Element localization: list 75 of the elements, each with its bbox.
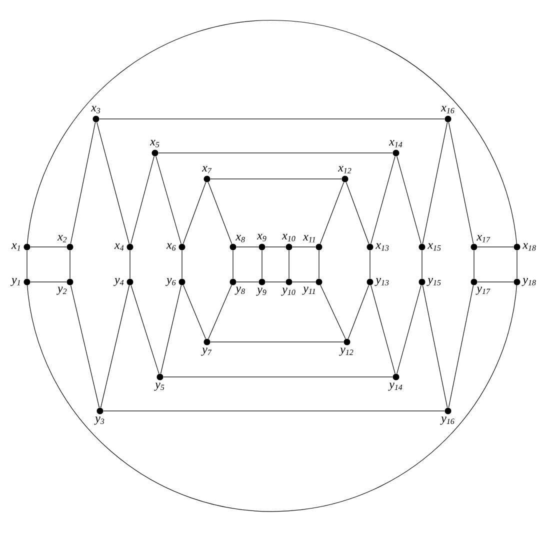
graph-edge	[320, 284, 346, 340]
vertex-label: y$_{13}$	[374, 278, 389, 286]
graph-edge	[288, 250, 290, 279]
graph-edge	[160, 285, 182, 374]
vertex-label: x$_{5}$	[150, 140, 160, 148]
vertex-label: y$_{3}$	[94, 416, 104, 425]
graph-edge	[370, 285, 396, 374]
vertex-label: y$_{16}$	[440, 416, 454, 425]
vertex-label: y$_{17}$	[476, 286, 490, 295]
graph-edge	[448, 122, 474, 244]
graph-edge	[292, 246, 316, 248]
graph-edge	[422, 285, 448, 408]
vertex-label: x$_{2}$	[57, 235, 67, 242]
graph-edge	[30, 246, 67, 248]
vertex-label: y$_{5}$	[154, 382, 164, 391]
vertex-label: y$_{11}$	[302, 286, 315, 295]
graph-edge	[96, 122, 130, 244]
graph-edge	[208, 284, 232, 340]
vertex-label: y$_{15}$	[426, 278, 441, 286]
vertex-label: x$_{10}$	[282, 234, 296, 242]
graph-edge	[70, 285, 100, 408]
graph-edge	[396, 285, 422, 374]
vertex-label: x$_{6}$	[166, 243, 176, 251]
graph-edge	[370, 156, 396, 244]
vertex-label: x$_{16}$	[440, 106, 454, 114]
vertex-label: y$_{10}$	[281, 288, 296, 296]
graph-edge	[516, 250, 518, 279]
graph-edge	[422, 122, 448, 244]
vertex-label: y$_{8}$	[234, 286, 245, 295]
vertex-label: x$_{18}$	[522, 243, 536, 251]
graph-edge	[182, 182, 206, 244]
graph-edge	[318, 250, 320, 279]
vertex-label: x$_{8}$	[236, 234, 245, 242]
vertex-label: y$_{2}$	[56, 286, 67, 295]
vertex-label: x$_{17}$	[476, 235, 490, 242]
vertex-label: y$_{9}$	[256, 288, 266, 296]
vertex-label: x$_{1}$	[11, 243, 20, 251]
vertex-label: x$_{12}$	[338, 166, 352, 174]
vertex-label: y$_{4}$	[114, 278, 124, 286]
graph-edge	[320, 182, 344, 244]
vertex-label: x$_{13}$	[376, 243, 389, 251]
graph-edge	[156, 156, 182, 244]
vertex-label: x$_{15}$	[428, 243, 441, 251]
graph-edge	[477, 246, 514, 248]
graph-edge	[232, 250, 234, 279]
vertex-label: x$_{7}$	[202, 166, 212, 174]
vertex-label: x$_{4}$	[114, 243, 124, 251]
graph-edge	[26, 250, 28, 279]
graph-edge	[163, 376, 393, 378]
vertex-label: x$_{11}$	[302, 235, 315, 242]
graph-edge	[208, 182, 232, 244]
vertex-label: x$_{9}$	[256, 234, 266, 242]
graph-edge	[99, 118, 445, 120]
graph-edge	[210, 178, 342, 180]
graph-edge	[70, 122, 96, 244]
graph-edge	[158, 152, 393, 154]
vertex-label: y$_{7}$	[201, 348, 212, 356]
graph-edge	[103, 410, 445, 412]
vertex-label: x$_{3}$	[90, 106, 100, 114]
vertex-label: y$_{6}$	[166, 278, 176, 286]
graph-edge	[130, 284, 160, 374]
vertex-label: x$_{14}$	[388, 140, 402, 148]
graph-edge	[130, 156, 154, 244]
graph-edge	[236, 246, 259, 248]
graph-edge	[448, 285, 474, 408]
vertex-label: y$_{12}$	[339, 348, 354, 356]
graph-edge	[348, 284, 370, 340]
vertex-label: y$_{14}$	[388, 382, 402, 391]
vertex-label: y$_{1}$	[10, 278, 20, 286]
graph-edge	[183, 284, 206, 340]
graph-edge	[346, 182, 370, 244]
graph-edge	[396, 156, 422, 244]
graph-edge	[265, 246, 286, 248]
graph-edge	[100, 285, 130, 408]
vertex-label: y$_{18}$	[522, 278, 536, 286]
